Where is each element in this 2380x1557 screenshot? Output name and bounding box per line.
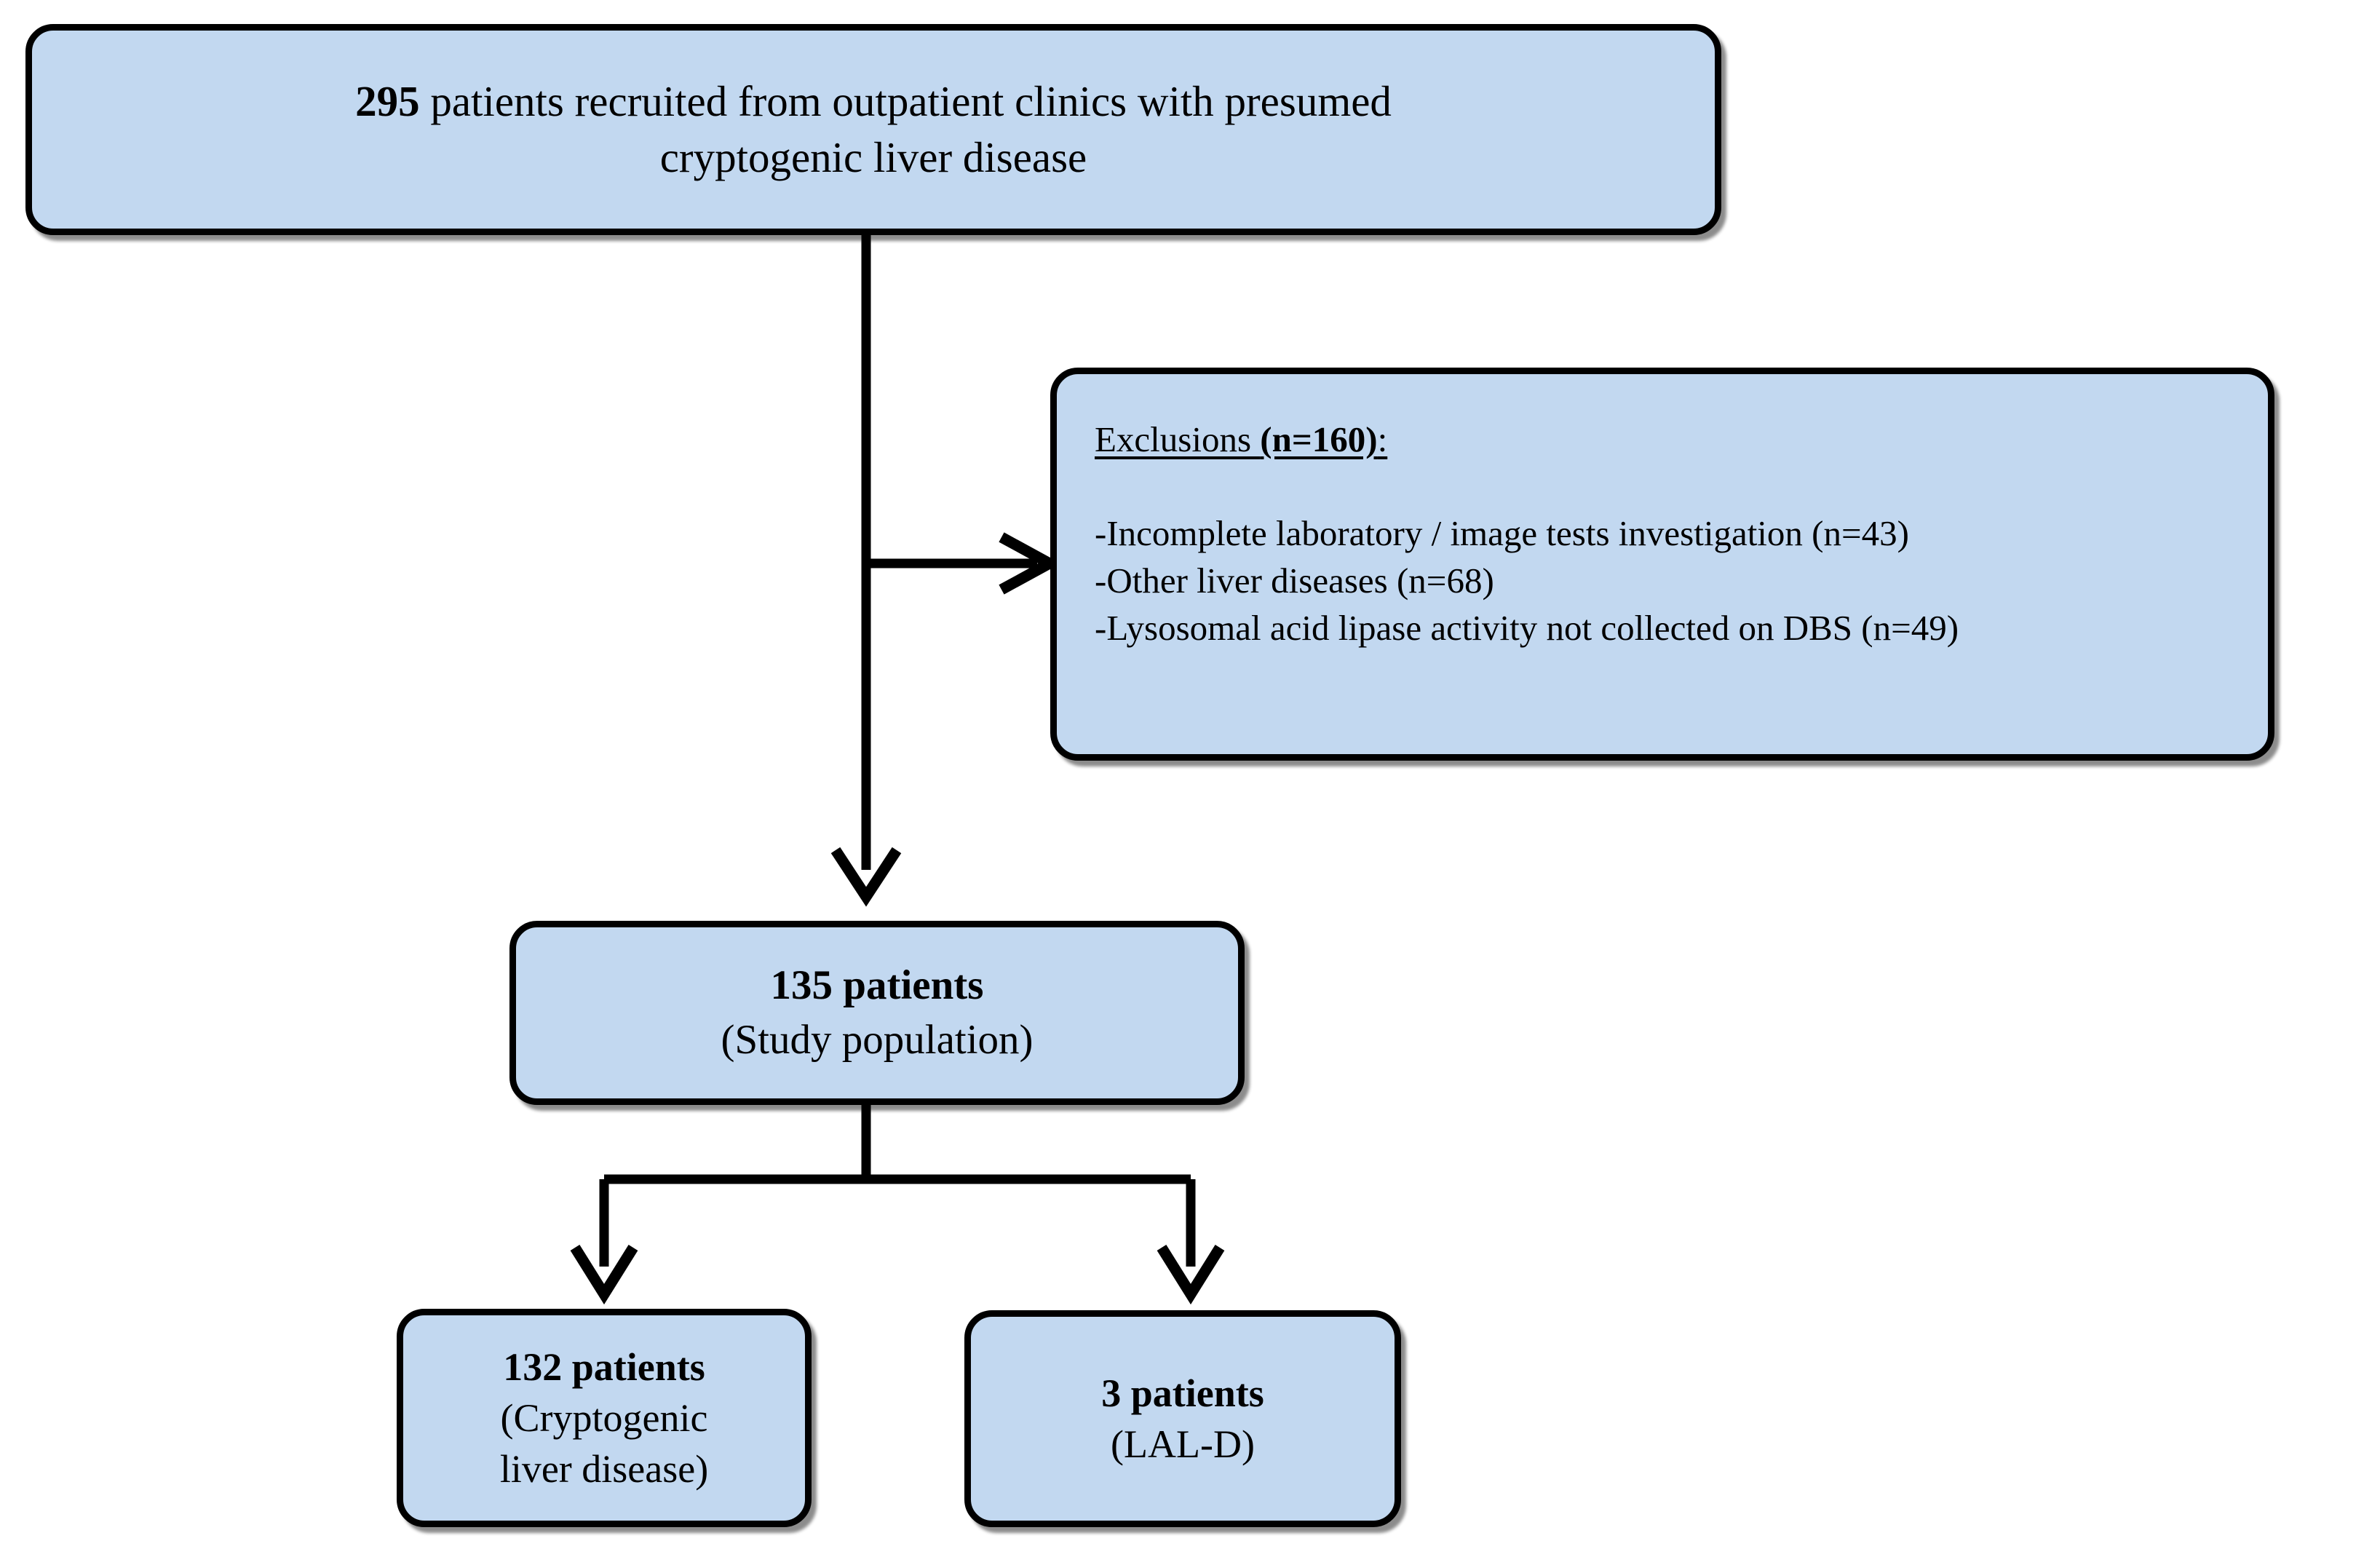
exclusion-item-1: -Incomplete laboratory / image tests inv… (1095, 512, 1909, 553)
node-cryptogenic-liver-disease: 132 patients (Cryptogenic liver disease) (397, 1309, 812, 1527)
node-study-population: 135 patients (Study population) (509, 921, 1245, 1105)
cryptogenic-label-line-2: liver disease) (499, 1447, 709, 1491)
node-exclusions: Exclusions (n=160): -Incomplete laborato… (1050, 368, 2274, 761)
cryptogenic-count: 132 patients (503, 1344, 705, 1389)
arrowhead-to-lald (1157, 1245, 1225, 1305)
study-population-label: (Study population) (721, 1016, 1034, 1063)
arrowhead-to-exclusions (999, 532, 1061, 595)
exclusions-header-colon: : (1377, 419, 1388, 459)
node-recruited-line-1: 295 patients recruited from outpatient c… (355, 74, 1392, 130)
exclusions-header-count: (n=160) (1260, 419, 1378, 459)
exclusion-item-2: -Other liver diseases (n=68) (1095, 560, 1494, 601)
arrowhead-to-cryptogenic (570, 1245, 638, 1305)
lald-count: 3 patients (1101, 1371, 1264, 1415)
cryptogenic-label-line-1: (Cryptogenic (500, 1395, 708, 1440)
node-recruited-patients: 295 patients recruited from outpatient c… (25, 24, 1721, 235)
study-population-count: 135 patients (770, 962, 984, 1009)
exclusions-header: Exclusions (n=160): (1095, 416, 1387, 463)
node-lal-d: 3 patients (LAL-D) (964, 1310, 1401, 1527)
recruited-count: 295 (355, 77, 420, 126)
arrowhead-to-study-population (830, 847, 902, 907)
node-recruited-line-2: cryptogenic liver disease (659, 133, 1087, 181)
recruited-line1-text: patients recruited from outpatient clini… (419, 77, 1392, 126)
exclusion-item-3: -Lysosomal acid lipase activity not coll… (1095, 608, 1959, 648)
lald-label: (LAL-D) (1111, 1422, 1255, 1466)
exclusions-header-label: Exclusions (1095, 419, 1261, 459)
